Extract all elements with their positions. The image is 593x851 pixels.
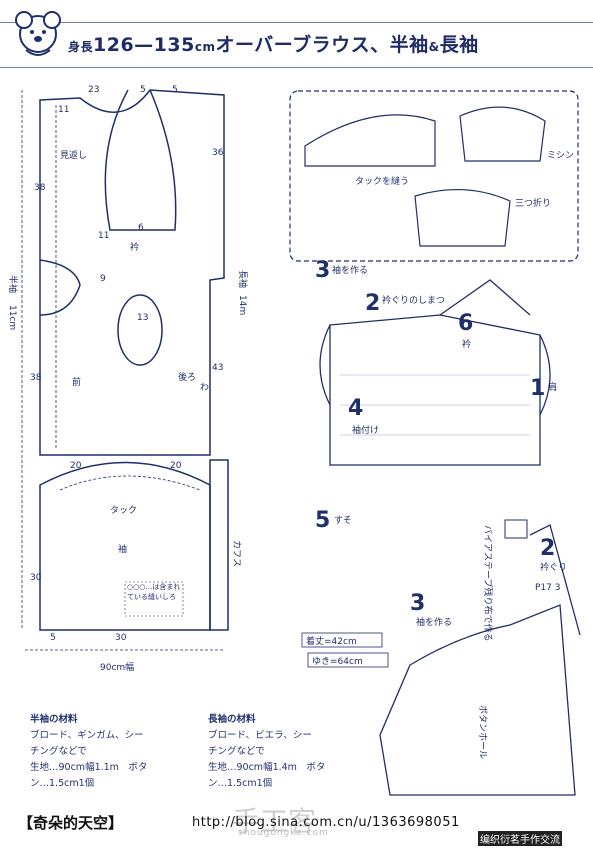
step-ref: P17 3 <box>535 583 560 593</box>
label-facing: 見返し <box>60 149 87 161</box>
step-text-r3: 袖を作る <box>416 616 452 628</box>
step-sleeve-detail: タックを縫う ミシン 三つ折り <box>289 90 579 262</box>
tuck-note: タックを縫う <box>355 175 409 187</box>
dim-number: 30 <box>30 573 42 583</box>
step-number-6: 6 <box>458 311 473 336</box>
dim-number: 36 <box>212 148 224 158</box>
watermark-sub: shougongke.com <box>238 828 329 838</box>
label-tuck: タック <box>110 505 137 516</box>
footer-wechat: 编织衍茗手作交流 <box>478 831 562 846</box>
armhole-outline <box>117 294 163 366</box>
title-main: オーバーブラウス、半袖 <box>215 34 429 56</box>
materials-short-line4: ン…1.5cm1個 <box>30 778 95 789</box>
step-text-6: 衿 <box>462 338 471 350</box>
step-number-r2: 2 <box>540 536 555 561</box>
label-half-sleeve: 半袖 <box>7 275 19 293</box>
front-back-outline <box>39 89 225 456</box>
step-text-5: すそ <box>334 515 352 526</box>
label-sleeve: 袖 <box>118 543 127 555</box>
label-half-sleeve-len: 11cm <box>7 305 17 330</box>
step-number-r3: 3 <box>410 591 425 616</box>
materials-long-line3: 生地…90cm幅1.4m ボタ <box>208 762 326 773</box>
materials-long-line4: ン…1.5cm1個 <box>208 778 273 789</box>
dim-number: 6 <box>138 223 144 233</box>
step-number-1: 1 <box>530 376 545 401</box>
footer-url[interactable]: http://blog.sina.com.cn/u/1363698051 <box>192 815 460 830</box>
label-fold: わ <box>200 382 209 393</box>
label-length-val: 14m <box>237 295 247 315</box>
step-number-3: 3 <box>315 258 330 283</box>
materials-long: 長袖の材料 ブロード、ビエラ、シー チングなどで 生地…90cm幅1.4m ボタ… <box>208 712 325 792</box>
dim-number: 5 <box>50 633 56 643</box>
step-number-5: 5 <box>315 508 330 533</box>
step-number-4: 4 <box>348 396 363 421</box>
materials-short-line2: チングなどで <box>30 746 87 757</box>
title-prefix: 身長 <box>68 40 94 54</box>
dim-number: 11 <box>58 105 69 115</box>
measure-bust: 着丈=42cm <box>306 635 357 647</box>
materials-long-line2: チングなどで <box>208 746 265 757</box>
materials-short-title: 半袖の材料 <box>30 714 78 725</box>
dim-number: 5 <box>140 85 146 95</box>
step-text-3: 袖を作る <box>332 264 368 276</box>
collar-outline <box>104 89 177 231</box>
label-length: 長袖 <box>237 270 249 288</box>
cuff-outline <box>209 459 229 631</box>
button-hole-note: ボタンホール <box>477 705 488 759</box>
label-front: 前 <box>72 376 81 388</box>
step-text-4: 袖付け <box>352 424 379 436</box>
dim-number: 20 <box>170 461 182 471</box>
dim-number: 13 <box>137 313 148 323</box>
dim-number: 5 <box>172 85 178 95</box>
materials-short-line1: ブロード、ギンガム、シー <box>30 730 144 741</box>
step-number-2: 2 <box>365 291 380 316</box>
label-cuff: カフス <box>231 540 242 567</box>
koala-logo-icon <box>15 11 61 56</box>
page-title: 身長126—135cmオーバーブラウス、半袖&長袖 <box>68 30 479 57</box>
bias-note: バイアステープ残り布で作る <box>482 525 494 641</box>
dim-number: 20 <box>70 461 82 471</box>
title-range: 126—135 <box>93 34 195 56</box>
materials-long-title: 長袖の材料 <box>208 714 256 725</box>
sleeve-note-stitch: ミシン <box>547 151 574 161</box>
sleeve-note-fold: 三つ折り <box>515 197 551 209</box>
long-sleeve-illustration: 2 衿ぐり P17 3 バイアステープ残り布で作る 3 袖を作る 着丈=42cm… <box>301 519 581 796</box>
dim-number: 38 <box>30 373 42 383</box>
assembly-illustration: 3 袖を作る 2 衿ぐりのしまつ 6 衿 1 肩 4 袖付け 5 すそ <box>315 258 557 533</box>
title-amp: & <box>428 40 440 54</box>
footer-source: 【奇朵的天空】 <box>18 814 124 832</box>
shoulder-curve <box>39 259 81 316</box>
dim-number: 30 <box>115 633 127 643</box>
title-unit: cm <box>194 40 216 54</box>
step-text-1: 肩 <box>548 381 557 393</box>
header-band <box>0 22 593 68</box>
seam-allowance-note: ○○○…は含まれている縫いしろ <box>127 583 181 601</box>
label-fabric-width: 90cm幅 <box>100 661 134 673</box>
label-back: 後ろ <box>178 371 196 383</box>
dim-number: 11 <box>98 231 109 241</box>
label-collar: 衿 <box>130 241 139 253</box>
step-text-2: 衿ぐりのしまつ <box>382 294 445 306</box>
title-secondary: 長袖 <box>439 34 479 56</box>
materials-short: 半袖の材料 ブロード、ギンガム、シー チングなどで 生地…90cm幅1.1m ボ… <box>30 712 147 792</box>
dim-number: 9 <box>100 274 106 284</box>
pattern-diagram: 23 5 5 11 38 36 6 11 9 13 43 38 20 20 30… <box>7 85 249 673</box>
watermark: 手工客 <box>232 805 317 838</box>
materials-long-line1: ブロード、ビエラ、シー <box>208 730 312 741</box>
dim-number: 43 <box>212 363 223 373</box>
measure-yuki: ゆき=64cm <box>312 656 363 667</box>
dim-number: 23 <box>88 85 99 95</box>
step-text-r2: 衿ぐり <box>540 561 567 573</box>
dim-number: 38 <box>34 183 46 193</box>
materials-short-line3: 生地…90cm幅1.1m ボタ <box>30 762 148 773</box>
